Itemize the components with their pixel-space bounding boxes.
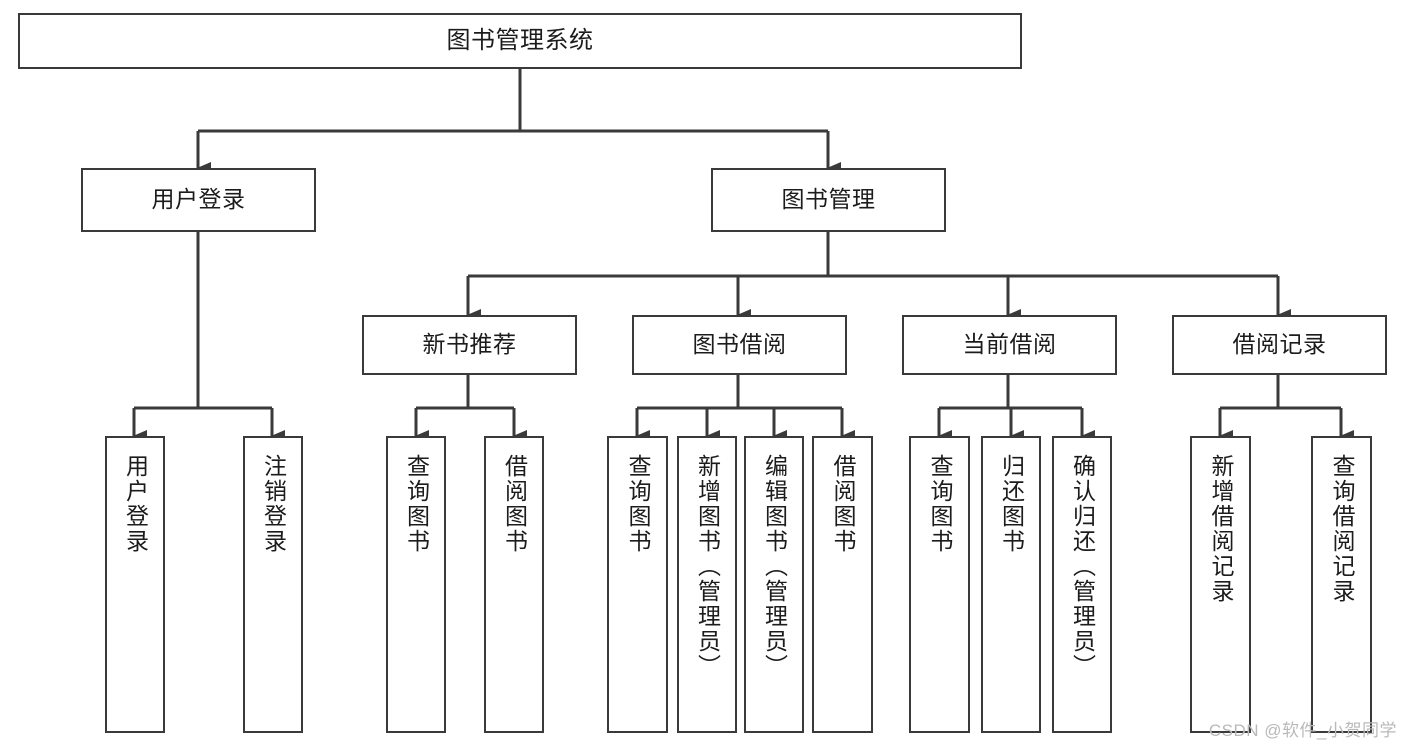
node-label: 查询图书 xyxy=(625,454,651,554)
node-label: 图书管理系统 xyxy=(446,26,594,54)
node-level2-1[interactable]: 图书管理 xyxy=(711,168,946,232)
node-label: 归还图书 xyxy=(998,454,1025,554)
node-label: 借阅图书 xyxy=(501,454,528,554)
node-level3-0[interactable]: 新书推荐 xyxy=(362,315,577,375)
node-leaf-7[interactable]: 借阅图书 xyxy=(812,436,873,733)
node-leaf-12[interactable]: 查询借阅记录 xyxy=(1311,436,1372,733)
node-level3-2[interactable]: 当前借阅 xyxy=(902,315,1117,375)
node-label: 用户登录 xyxy=(151,186,246,213)
watermark: CSDN @软件_小贺同学 xyxy=(1208,721,1397,740)
node-label: 借阅图书 xyxy=(830,454,856,554)
node-leaf-1[interactable]: 注销登录 xyxy=(243,436,303,733)
node-level2-0[interactable]: 用户登录 xyxy=(81,168,316,232)
node-level3-3[interactable]: 借阅记录 xyxy=(1172,315,1387,375)
node-label: 新增借阅记录 xyxy=(1208,454,1234,604)
node-leaf-0[interactable]: 用户登录 xyxy=(105,436,165,733)
node-leaf-3[interactable]: 借阅图书 xyxy=(484,436,544,733)
node-label: 确认归还（管理员） xyxy=(1069,454,1096,679)
node-label: 编辑图书（管理员） xyxy=(761,454,788,679)
node-leaf-4[interactable]: 查询图书 xyxy=(607,436,668,733)
node-label: 图书借阅 xyxy=(692,331,787,358)
node-leaf-10[interactable]: 确认归还（管理员） xyxy=(1052,436,1112,733)
node-label: 查询图书 xyxy=(403,454,430,554)
node-leaf-2[interactable]: 查询图书 xyxy=(386,436,446,733)
node-leaf-5[interactable]: 新增图书（管理员） xyxy=(677,436,737,733)
node-label: 当前借阅 xyxy=(962,331,1057,358)
node-label: 查询图书 xyxy=(927,454,953,554)
node-label: 借阅记录 xyxy=(1232,331,1327,358)
node-label: 用户登录 xyxy=(122,454,149,554)
node-level3-1[interactable]: 图书借阅 xyxy=(632,315,847,375)
node-leaf-6[interactable]: 编辑图书（管理员） xyxy=(744,436,804,733)
node-leaf-9[interactable]: 归还图书 xyxy=(981,436,1041,733)
node-label: 新增图书（管理员） xyxy=(694,454,721,679)
node-label: 注销登录 xyxy=(260,454,287,554)
node-label: 新书推荐 xyxy=(422,331,517,358)
node-label: 图书管理 xyxy=(781,186,876,213)
node-leaf-11[interactable]: 新增借阅记录 xyxy=(1190,436,1251,733)
node-label: 查询借阅记录 xyxy=(1329,454,1355,604)
node-root-library-system[interactable]: 图书管理系统 xyxy=(18,13,1022,69)
node-leaf-8[interactable]: 查询图书 xyxy=(909,436,970,733)
